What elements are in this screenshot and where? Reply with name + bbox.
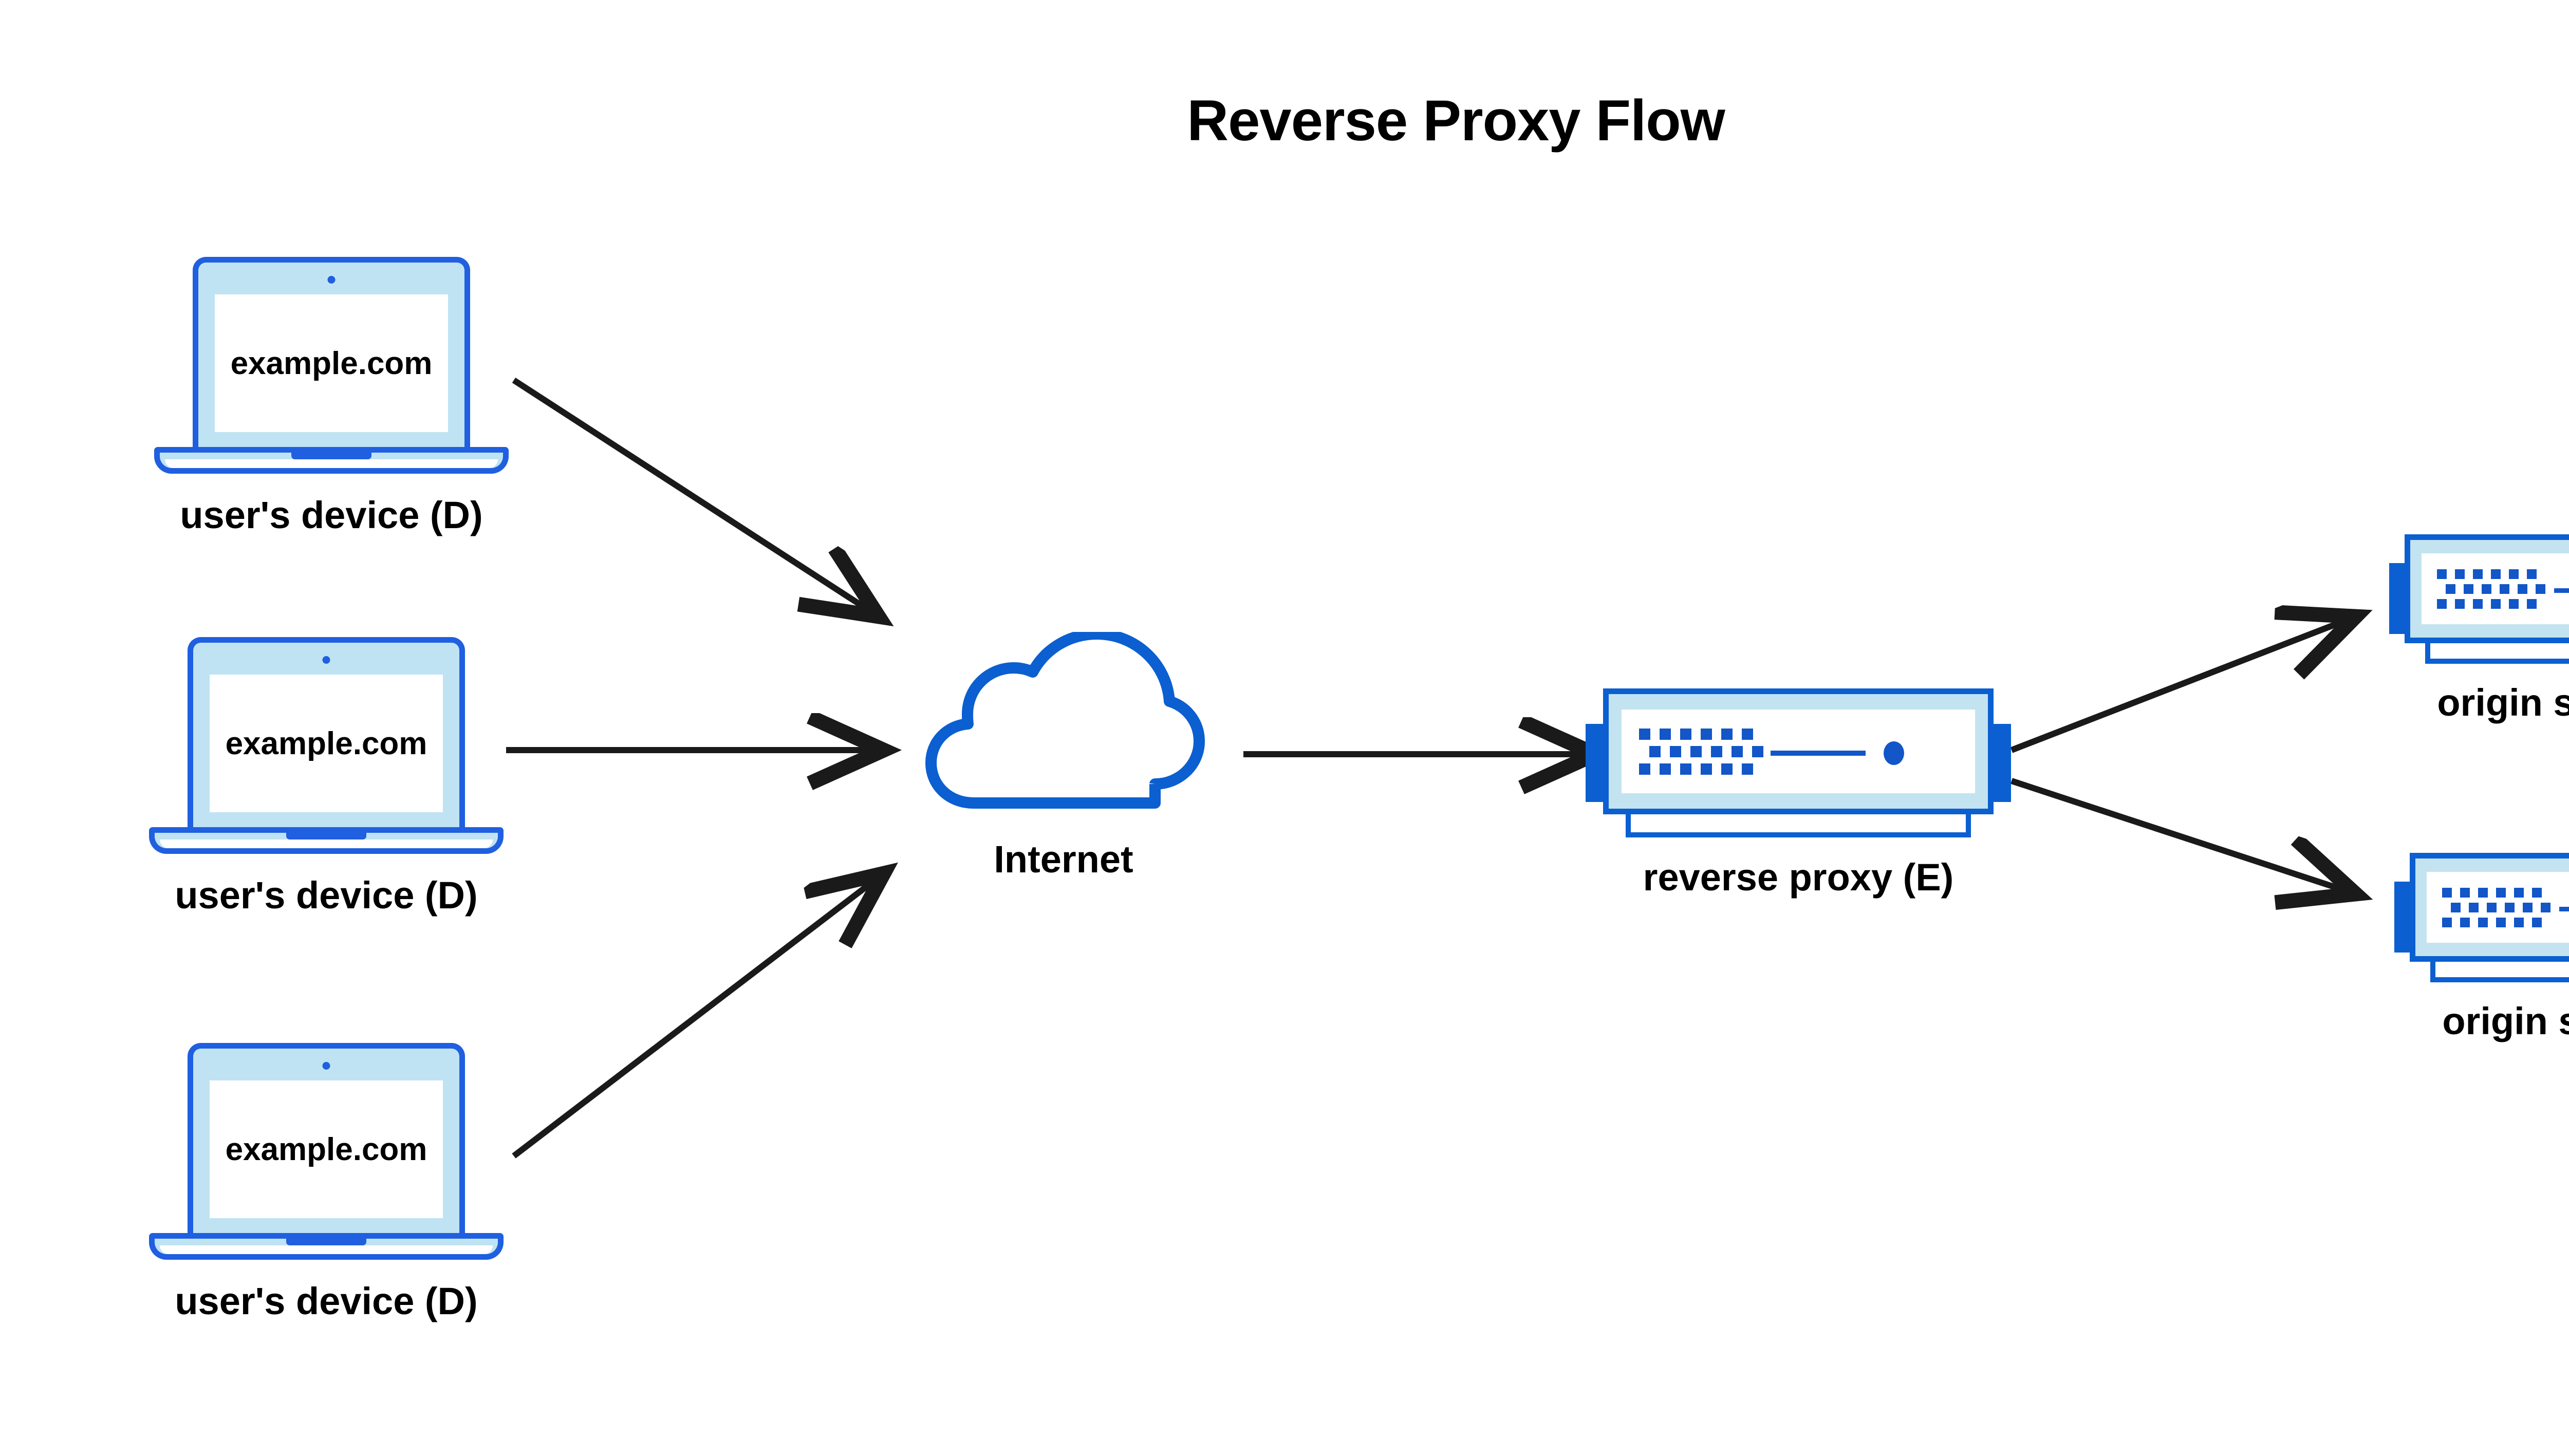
node-device-bottom[interactable]: example.com user's device (D) xyxy=(149,1043,504,1322)
server-body xyxy=(2410,853,2569,962)
edge-device-bottom-to-internet xyxy=(512,873,884,1159)
laptop-base xyxy=(149,827,504,854)
laptop-base-highlight xyxy=(160,839,493,848)
server-led-grid xyxy=(1639,729,1763,775)
led-row xyxy=(2442,918,2551,927)
edge-reverse-proxy-to-origin-top xyxy=(2010,617,2356,753)
edge-reverse-proxy-to-origin-bottom xyxy=(2010,778,2356,894)
node-label-device-bottom: user's device (D) xyxy=(175,1280,478,1322)
laptop-icon: example.com xyxy=(149,637,504,858)
server-led-grid xyxy=(2442,888,2551,927)
server-status-line xyxy=(2554,588,2569,593)
laptop-notch-icon xyxy=(286,1239,366,1245)
server-front-panel xyxy=(2422,553,2569,624)
node-internet[interactable]: Internet xyxy=(920,628,1207,881)
led-row xyxy=(1639,729,1763,740)
node-label-origin-top: origin server (F) xyxy=(2437,681,2569,724)
node-label-internet: Internet xyxy=(994,838,1133,881)
screen-url-text: example.com xyxy=(230,345,433,381)
webcam-icon xyxy=(322,656,330,664)
server-front-panel xyxy=(1622,710,1975,793)
node-label-device-top: user's device (D) xyxy=(180,494,483,536)
led-row xyxy=(2437,569,2545,579)
server-stand xyxy=(2425,643,2569,664)
led-row xyxy=(2451,903,2551,912)
laptop-notch-icon xyxy=(291,453,371,459)
node-origin-top[interactable]: origin server (F) xyxy=(2389,534,2569,724)
laptop-lid: example.com xyxy=(188,637,465,833)
laptop-lid: example.com xyxy=(193,257,470,453)
screen-url-text: example.com xyxy=(225,1131,427,1167)
cloud-icon xyxy=(920,628,1207,827)
laptop-base xyxy=(149,1233,504,1260)
edge-device-top-to-internet xyxy=(512,377,879,617)
laptop-base-highlight xyxy=(165,459,498,468)
server-body xyxy=(1603,688,1994,814)
laptop-notch-icon xyxy=(286,833,366,839)
node-origin-bottom[interactable]: origin server (F) xyxy=(2394,853,2569,1042)
laptop-screen: example.com xyxy=(210,675,443,812)
server-stand xyxy=(1626,814,1971,837)
led-row xyxy=(2446,584,2545,594)
page-title: Reverse Proxy Flow xyxy=(1187,88,1725,153)
server-icon xyxy=(1586,688,2011,837)
node-label-origin-bottom: origin server (F) xyxy=(2442,1000,2569,1042)
server-icon xyxy=(2389,534,2569,664)
laptop-icon: example.com xyxy=(149,1043,504,1264)
laptop-screen: example.com xyxy=(210,1080,443,1218)
led-row xyxy=(2442,888,2551,898)
led-row xyxy=(1639,763,1763,775)
node-label-reverse-proxy: reverse proxy (E) xyxy=(1643,856,1954,899)
server-led-grid xyxy=(2437,569,2545,609)
webcam-icon xyxy=(327,276,336,284)
node-reverse-proxy[interactable]: reverse proxy (E) xyxy=(1586,688,2011,899)
server-power-indicator xyxy=(1884,741,1904,765)
server-icon xyxy=(2394,853,2569,982)
node-device-top[interactable]: example.com user's device (D) xyxy=(154,257,509,536)
laptop-base xyxy=(154,447,509,474)
server-front-panel xyxy=(2427,872,2569,943)
laptop-screen: example.com xyxy=(215,294,448,432)
server-status-line xyxy=(1771,751,1866,756)
node-label-device-middle: user's device (D) xyxy=(175,874,478,917)
server-status-line xyxy=(2559,907,2569,911)
node-device-middle[interactable]: example.com user's device (D) xyxy=(149,637,504,917)
led-row xyxy=(2437,599,2545,609)
server-stand xyxy=(2430,962,2569,982)
server-body xyxy=(2405,534,2569,643)
laptop-icon: example.com xyxy=(154,257,509,478)
webcam-icon xyxy=(322,1062,330,1070)
laptop-lid: example.com xyxy=(188,1043,465,1239)
led-row xyxy=(1649,746,1763,757)
laptop-base-highlight xyxy=(160,1245,493,1254)
screen-url-text: example.com xyxy=(225,725,427,761)
